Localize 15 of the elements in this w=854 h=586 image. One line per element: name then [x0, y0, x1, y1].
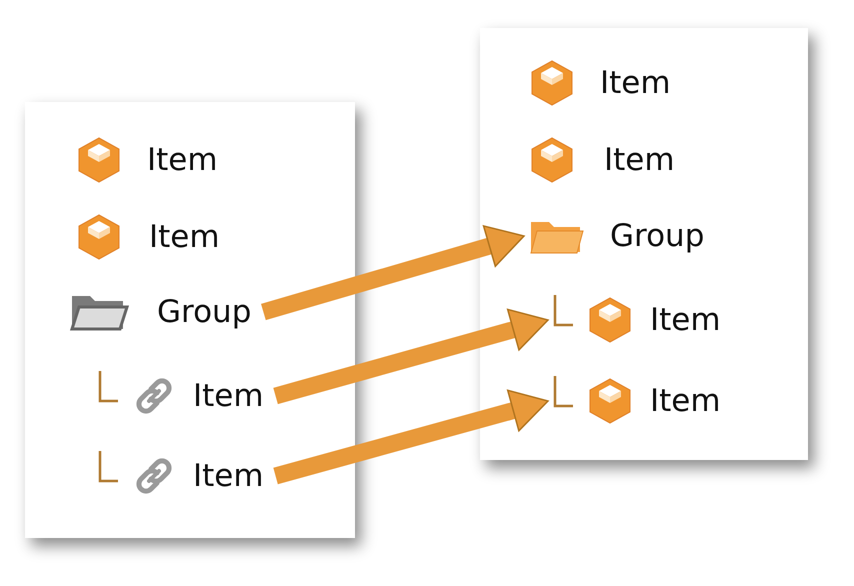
block-arrow: [273, 308, 549, 404]
block-arrow: [261, 225, 525, 320]
list-panel: [480, 28, 808, 460]
item-label: Item: [604, 142, 675, 178]
item-label: Item: [193, 378, 264, 414]
block-arrow: [273, 390, 549, 484]
item-label: Item: [149, 219, 220, 255]
item-label: Item: [147, 142, 218, 178]
item-label: Group: [610, 218, 704, 254]
item-label: Item: [600, 65, 671, 101]
item-label: Item: [650, 302, 721, 338]
item-label: Item: [650, 383, 721, 419]
item-label: Item: [193, 458, 264, 494]
list-panel: [25, 102, 355, 538]
item-label: Group: [157, 294, 252, 330]
